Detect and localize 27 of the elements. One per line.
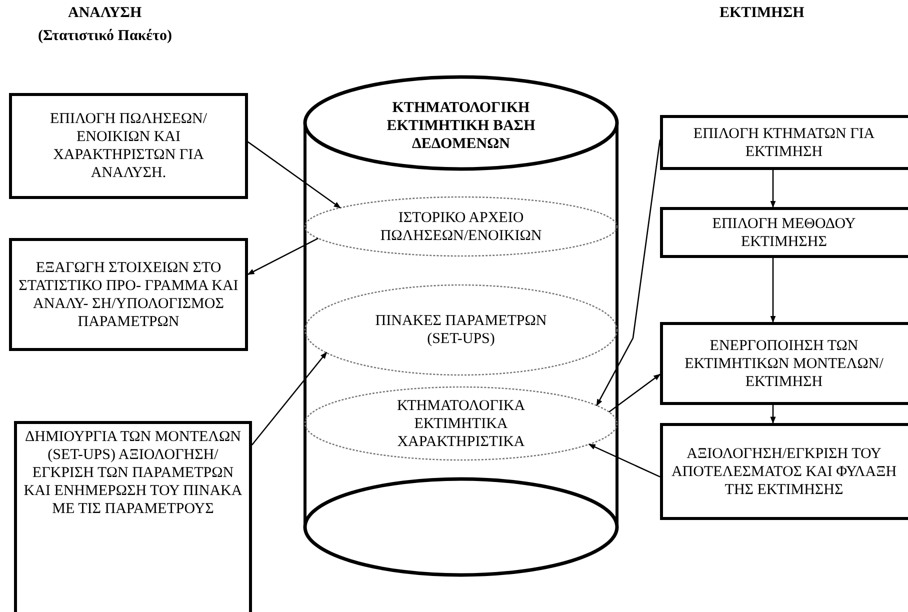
arrow: [247, 141, 341, 208]
process-box: ΔΗΜΙΟΥΡΓΙΑ ΤΩΝ ΜΟΝΤΕΛΩΝ (SET-UPS) ΑΞΙΟΛΟΓΗΣΗ/ ΕΓΚΡΙΣΗ ΤΩΝ ΠΑΡΑΜΕΤΡΩΝ ΚΑΙ ΕΝΗΜΕΡΩΣΗ ΤΟΥ ΠΙΝΑΚΑ ΜΕ ΤΙΣ ΠΑΡΑΜΕΤΡΟΥΣ: [14, 421, 252, 612]
process-box: ΕΝΕΡΓΟΠΟΙΗΣΗ ΤΩΝ ΕΚΤΙΜΗΤΙΚΩΝ ΜΟΝΤΕΛΩΝ/ΕΚΤΙΜΗΣΗ: [660, 322, 908, 405]
ellipse-section: [302, 195, 620, 258]
section-label: ΚΤΗΜΑΤΟΛΟΓΙΚΑ ΕΚΤΙΜΗΤΙΚΑ ΧΑΡΑΚΤΗΡΙΣΤΙΚΑ: [396, 396, 526, 450]
section-heading: ΑΝΑΛΥΣΗ: [68, 5, 142, 22]
arrow: [608, 374, 661, 413]
section-heading: ΕΚΤΙΜΗΣΗ: [720, 5, 804, 22]
ellipse-section: [302, 283, 620, 377]
process-box: ΕΞΑΓΩΓΗ ΣΤΟΙΧΕΙΩΝ ΣΤΟ ΣΤΑΤΙΣΤΙΚΟ ΠΡΟ- ΓΡΑΜΜΑ ΚΑΙ ΑΝΑΛΥ- ΣΗ/ΥΠΟΛΟΓΙΣΜΟΣ ΠΑΡΑΜΕΤΡΩΝ: [9, 238, 248, 351]
database-cylinder: [302, 75, 620, 578]
process-box: ΕΠΙΛΟΓΗ ΚΤΗΜΑΤΩΝ ΓΙΑ ΕΚΤΙΜΗΣΗ: [660, 115, 908, 170]
arrow: [596, 140, 661, 406]
process-box: ΕΠΙΛΟΓΗ ΜΕΘΟΔΟΥ ΕΚΤΙΜΗΣΗΣ: [660, 207, 908, 258]
section-heading: (Στατιστικό Πακέτο): [38, 28, 172, 45]
ellipse-section: [302, 385, 620, 462]
arrow: [251, 352, 328, 446]
section-label: ΙΣΤΟΡΙΚΟ ΑΡΧΕΙΟ ΠΩΛΗΣΕΩΝ/ΕΝΟΙΚΙΩΝ: [379, 208, 543, 244]
arrow: [247, 238, 318, 275]
process-box: ΑΞΙΟΛΟΓΗΣΗ/ΕΓΚΡΙΣΗ ΤΟΥ ΑΠΟΤΕΛΕΣΜΑΤΟΣ ΚΑΙ ΦΥΛΑΞΗ ΤΗΣ ΕΚΤΙΜΗΣΗΣ: [660, 423, 908, 520]
arrow: [588, 444, 660, 478]
process-box: ΕΠΙΛΟΓΗ ΠΩΛΗΣΕΩΝ/ ΕΝΟΙΚΙΩΝ ΚΑΙ ΧΑΡΑΚΤΗΡΙΣΤΩΝ ΓΙΑ ΑΝΑΛΥΣΗ.: [9, 93, 248, 199]
arrow: [770, 405, 776, 424]
section-label: ΠΙΝΑΚΕΣ ΠΑΡΑΜΕΤΡΩΝ (SET-UPS): [374, 312, 548, 348]
cylinder-title: ΚΤΗΜΑΤΟΛΟΓΙΚΗ ΕΚΤΙΜΗΤΙΚΗ ΒΑΣΗ ΔΕΔΟΜΕΝΩΝ: [386, 99, 536, 153]
arrow: [770, 258, 776, 323]
arrow: [770, 170, 776, 208]
